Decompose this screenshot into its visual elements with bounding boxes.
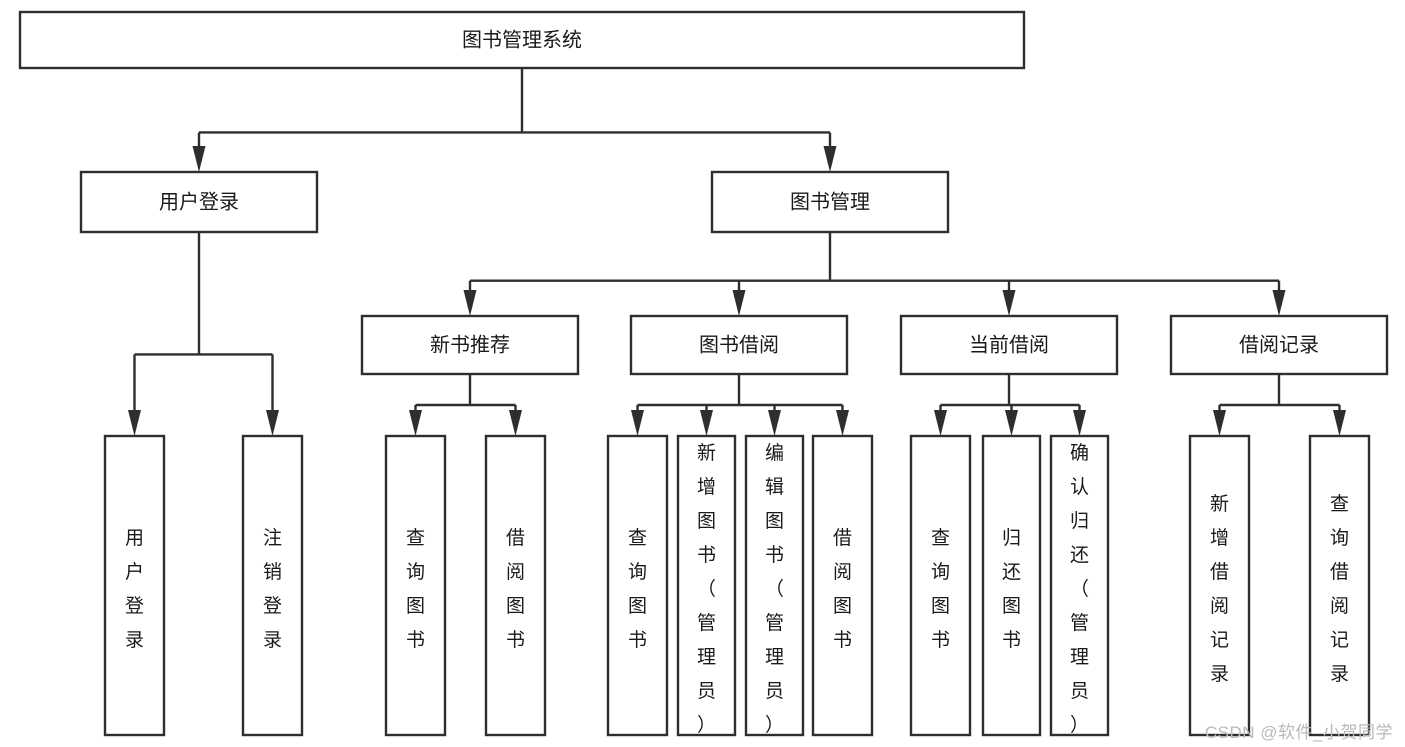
arrow-head-icon [192, 146, 206, 172]
node-box[interactable] [484, 434, 547, 737]
arrow-head-icon [409, 410, 422, 436]
arrow-head-icon [1272, 290, 1286, 316]
node-box[interactable] [1169, 314, 1389, 376]
node-box[interactable] [710, 170, 950, 234]
node-leaf-query-book-2[interactable]: 查询图书 [606, 434, 669, 737]
node-leaf-edit-book[interactable]: 编辑图书（管理员） [744, 434, 805, 737]
node-borrow-record[interactable]: 借阅记录 [1169, 314, 1389, 376]
node-label: 用户登录 [125, 528, 144, 651]
node-book-borrow[interactable]: 图书借阅 [629, 314, 849, 376]
node-label: 查询图书 [406, 527, 425, 651]
node-label: 当前借阅 [969, 333, 1049, 356]
arrow-head-icon [266, 410, 279, 436]
arrow-head-icon [631, 410, 644, 436]
node-leaf-borrow-book-2[interactable]: 借阅图书 [811, 434, 874, 737]
arrow-head-icon [823, 146, 837, 172]
node-label: 查询图书 [628, 527, 647, 651]
arrow-head-icon [1213, 410, 1226, 436]
arrow-head-icon [1002, 290, 1016, 316]
node-leaf-query-record[interactable]: 查询借阅记录 [1308, 434, 1371, 737]
node-box[interactable] [909, 434, 972, 737]
node-box[interactable] [384, 434, 447, 737]
node-box[interactable] [103, 434, 166, 737]
node-current-borrow[interactable]: 当前借阅 [899, 314, 1119, 376]
node-box[interactable] [1308, 434, 1371, 737]
node-box[interactable] [18, 10, 1026, 70]
node-leaf-user-login[interactable]: 用户登录 [103, 434, 166, 737]
node-box[interactable] [899, 314, 1119, 376]
node-label: 编辑图书（管理员） [765, 442, 784, 736]
arrow-head-icon [1333, 410, 1346, 436]
node-label: 新增借阅记录 [1210, 493, 1229, 685]
node-box[interactable] [676, 434, 737, 737]
node-box[interactable] [811, 434, 874, 737]
arrow-head-icon [768, 410, 781, 436]
node-box[interactable] [606, 434, 669, 737]
node-leaf-logout[interactable]: 注销登录 [241, 434, 304, 737]
arrow-head-icon [463, 290, 477, 316]
arrow-head-icon [934, 410, 947, 436]
connector-layer [128, 68, 1346, 436]
node-label: 注销登录 [263, 527, 282, 651]
arrow-head-icon [700, 410, 713, 436]
node-box[interactable] [241, 434, 304, 737]
node-leaf-confirm-return[interactable]: 确认归还（管理员） [1049, 434, 1110, 737]
node-leaf-query-book-3[interactable]: 查询图书 [909, 434, 972, 737]
arrow-head-icon [1005, 410, 1018, 436]
node-leaf-add-book[interactable]: 新增图书（管理员） [676, 434, 737, 737]
arrow-head-icon [128, 410, 141, 436]
node-leaf-return-book[interactable]: 归还图书 [981, 434, 1042, 737]
arrow-head-icon [1073, 410, 1086, 436]
node-user-login[interactable]: 用户登录 [79, 170, 319, 234]
node-label: 查询图书 [931, 527, 950, 651]
node-label: 借阅记录 [1239, 333, 1319, 356]
node-label: 查询借阅记录 [1330, 493, 1349, 685]
node-root[interactable]: 图书管理系统 [18, 10, 1026, 70]
node-label: 确认归还（管理员） [1070, 442, 1089, 736]
node-label: 归还图书 [1002, 527, 1021, 651]
node-label: 图书管理系统 [462, 28, 582, 51]
arrow-head-icon [836, 410, 849, 436]
node-book-manage[interactable]: 图书管理 [710, 170, 950, 234]
node-label: 图书管理 [790, 190, 870, 213]
node-label: 用户登录 [159, 190, 239, 213]
node-box[interactable] [744, 434, 805, 737]
node-box[interactable] [1049, 434, 1110, 737]
arrow-head-icon [732, 290, 746, 316]
node-label: 新增图书（管理员） [697, 442, 716, 736]
node-leaf-borrow-book-1[interactable]: 借阅图书 [484, 434, 547, 737]
node-new-book-rec[interactable]: 新书推荐 [360, 314, 580, 376]
node-box[interactable] [79, 170, 319, 234]
node-box[interactable] [981, 434, 1042, 737]
node-label: 图书借阅 [699, 333, 779, 356]
node-box[interactable] [629, 314, 849, 376]
node-label: 借阅图书 [833, 527, 852, 651]
node-box[interactable] [360, 314, 580, 376]
node-leaf-query-book-1[interactable]: 查询图书 [384, 434, 447, 737]
node-label: 借阅图书 [506, 527, 525, 651]
node-box[interactable] [1188, 434, 1251, 737]
node-label: 新书推荐 [430, 333, 510, 356]
node-leaf-add-record[interactable]: 新增借阅记录 [1188, 434, 1251, 737]
arrow-head-icon [509, 410, 522, 436]
node-layer: 图书管理系统用户登录图书管理新书推荐图书借阅当前借阅借阅记录用户登录注销登录查询… [18, 10, 1389, 737]
